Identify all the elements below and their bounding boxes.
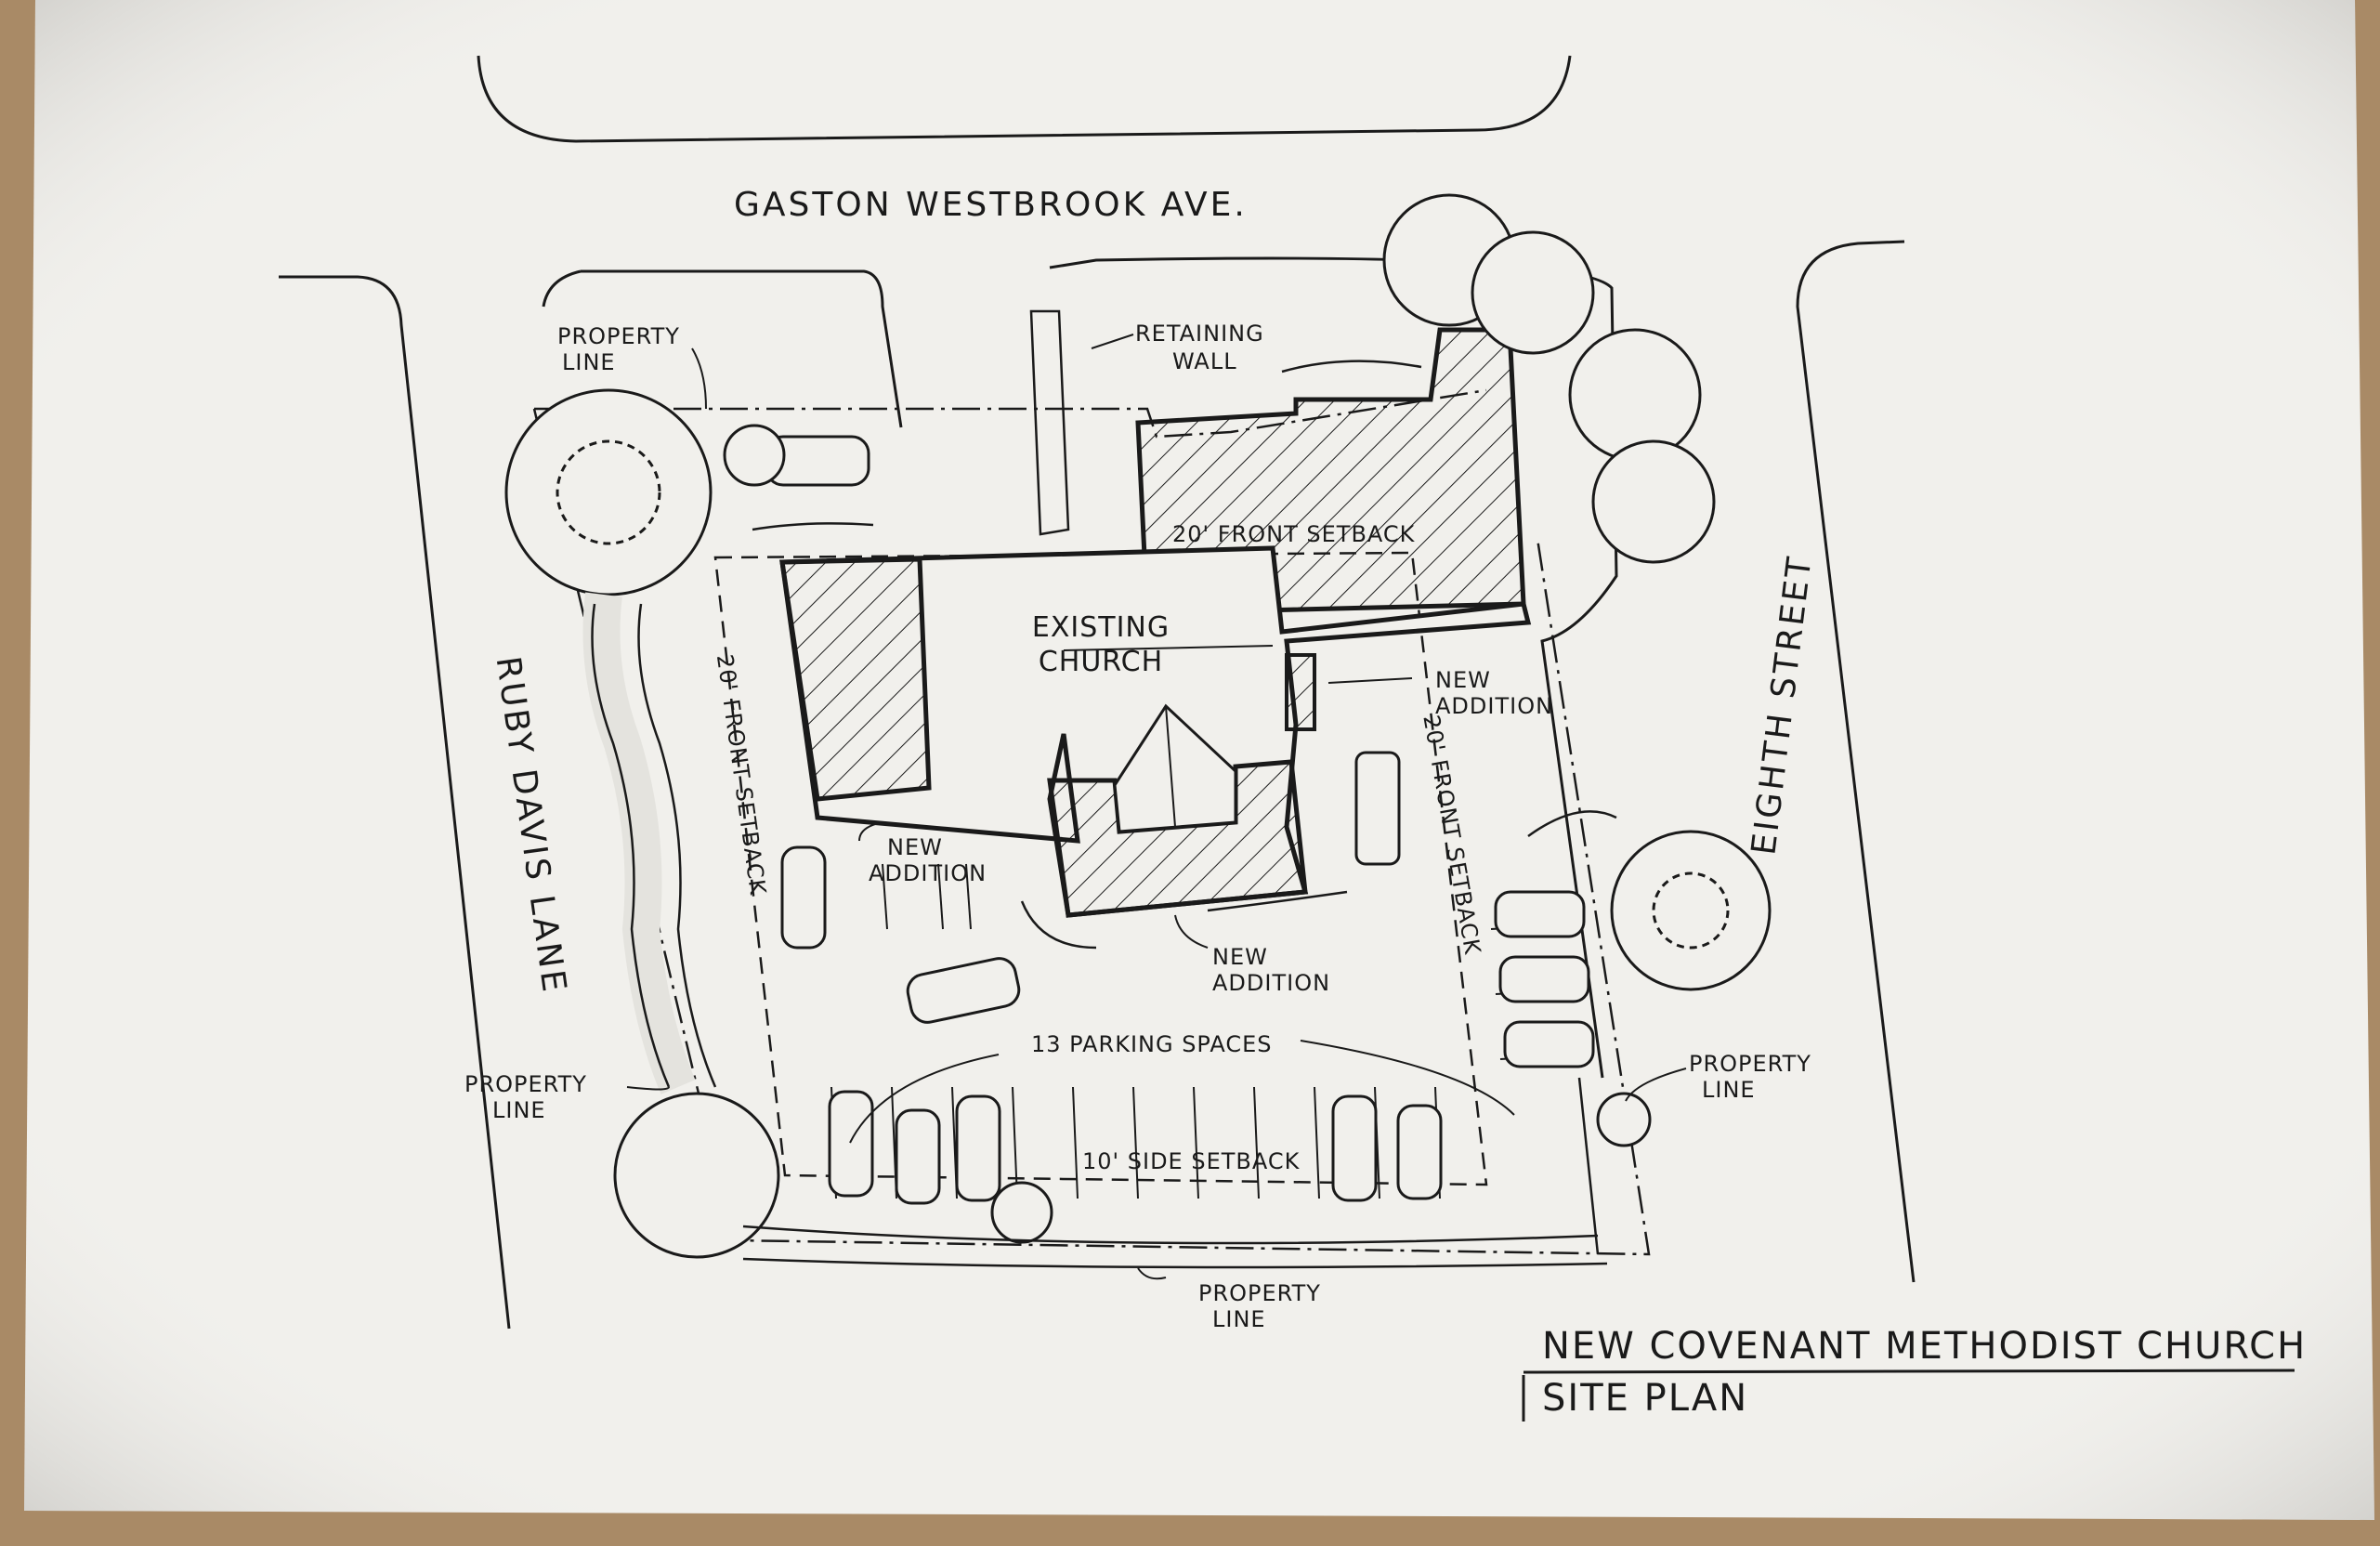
new-addition-west-line2: ADDITION: [869, 860, 987, 886]
leader-lines: [626, 334, 1687, 1280]
property-line-label-se-line1: PROPERTY: [1689, 1051, 1811, 1077]
property-line-label-sw-line2: LINE: [492, 1097, 546, 1123]
west-wing-building: [779, 557, 932, 802]
retaining-wall-label-line1: RETAINING: [1135, 321, 1264, 347]
side-setback-label: 10' SIDE SETBACK: [1082, 1148, 1301, 1174]
parking-spaces-label: 13 PARKING SPACES: [1031, 1031, 1273, 1057]
street-name-north: GASTON WESTBROOK AVE.: [734, 186, 1248, 224]
property-line-label-se-line2: LINE: [1702, 1077, 1756, 1103]
parked-cars: [765, 435, 1595, 1205]
setback-lines: [713, 551, 1488, 1186]
drawing-title: NEW COVENANT METHODIST CHURCH: [1542, 1325, 2307, 1368]
property-line-label-sw-line1: PROPERTY: [464, 1071, 587, 1097]
existing-church-label-line1: EXISTING: [1032, 611, 1170, 644]
new-addition-east-line2: ADDITION: [1435, 693, 1553, 719]
existing-church-label-line2: CHURCH: [1039, 646, 1163, 678]
east-addition-building: [1285, 653, 1316, 731]
drawing-subtitle: SITE PLAN: [1542, 1377, 1748, 1420]
property-line-label-s-line2: LINE: [1212, 1306, 1266, 1332]
street-curbs: [279, 55, 1916, 1330]
new-addition-west-line1: NEW: [887, 834, 943, 860]
property-line-label-nw-line2: LINE: [562, 349, 616, 375]
new-addition-east-line1: NEW: [1435, 667, 1491, 693]
church-steeple-roof: [1113, 703, 1237, 833]
property-line-label-s-line1: PROPERTY: [1198, 1280, 1321, 1306]
shrubs: [582, 309, 1617, 1269]
front-setback-top-label: 20' FRONT SETBACK: [1172, 521, 1416, 547]
new-addition-south-line2: ADDITION: [1212, 970, 1330, 996]
title-underline: [1523, 1369, 2295, 1374]
retaining-wall-label-line2: WALL: [1172, 348, 1237, 374]
new-addition-south-line1: NEW: [1212, 944, 1268, 970]
property-line-label-nw-line1: PROPERTY: [557, 323, 680, 349]
trees: [504, 193, 1772, 1259]
